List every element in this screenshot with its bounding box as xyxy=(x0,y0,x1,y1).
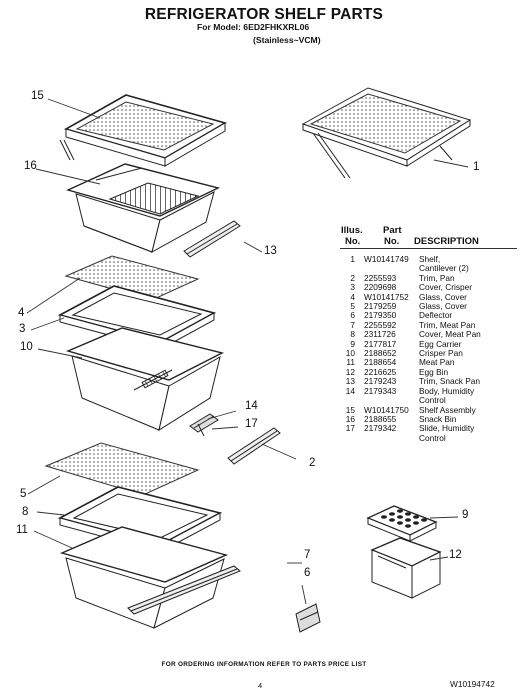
egg-bin-drawing xyxy=(370,537,442,599)
callout-1: 1 xyxy=(473,161,480,173)
document-number: W10194742 xyxy=(450,679,495,689)
model-number: For Model: 6ED2FHKXRL06 xyxy=(197,22,310,32)
callout-16: 16 xyxy=(24,160,37,172)
callout-17: 17 xyxy=(245,418,258,430)
callout-3: 3 xyxy=(19,323,26,335)
callout-12: 12 xyxy=(449,549,462,561)
header-illus-no: No. xyxy=(345,236,361,247)
callout-5: 5 xyxy=(20,488,27,500)
page-title: REFRIGERATOR SHELF PARTS xyxy=(144,6,384,23)
shelf-assembly-drawing xyxy=(59,94,228,167)
ordering-note: FOR ORDERING INFORMATION REFER TO PARTS … xyxy=(161,661,367,668)
callout-14: 14 xyxy=(245,400,258,412)
callout-7: 7 xyxy=(304,549,311,561)
pan-trim-drawing xyxy=(227,427,281,465)
header-rule xyxy=(340,248,517,249)
header-part: Part xyxy=(383,225,402,236)
snack-bin-drawing xyxy=(65,163,221,253)
callout-8: 8 xyxy=(22,506,29,518)
crisper-pan-drawing xyxy=(65,327,224,432)
callout-10: 10 xyxy=(20,341,33,353)
meat-pan-trim-drawing xyxy=(127,565,241,615)
meat-pan-drawing xyxy=(59,526,229,629)
deflector-drawing xyxy=(295,603,321,633)
parts-table-header: Illus. No. Part No. DESCRIPTION xyxy=(333,225,523,249)
snack-trim-drawing xyxy=(183,220,241,258)
header-illus: Illus. xyxy=(341,225,363,236)
callout-13: 13 xyxy=(264,245,277,257)
callout-2: 2 xyxy=(309,457,316,469)
callout-15: 15 xyxy=(31,90,44,102)
lower-glass-cover-drawing xyxy=(44,442,200,496)
callout-4: 4 xyxy=(18,307,25,319)
page-number: 4 xyxy=(258,681,263,690)
crisper-cover-drawing xyxy=(57,285,217,350)
cantilever-shelf-drawing xyxy=(301,87,472,179)
model-variant: (Stainless~VCM) xyxy=(253,35,321,45)
callout-9: 9 xyxy=(462,509,469,521)
callout-11: 11 xyxy=(16,524,28,536)
callout-6: 6 xyxy=(304,567,311,579)
callout-leader-lines xyxy=(26,98,469,605)
header-description: DESCRIPTION xyxy=(414,236,479,247)
egg-carrier-drawing xyxy=(366,505,438,542)
header-part-no: No. xyxy=(384,236,400,247)
